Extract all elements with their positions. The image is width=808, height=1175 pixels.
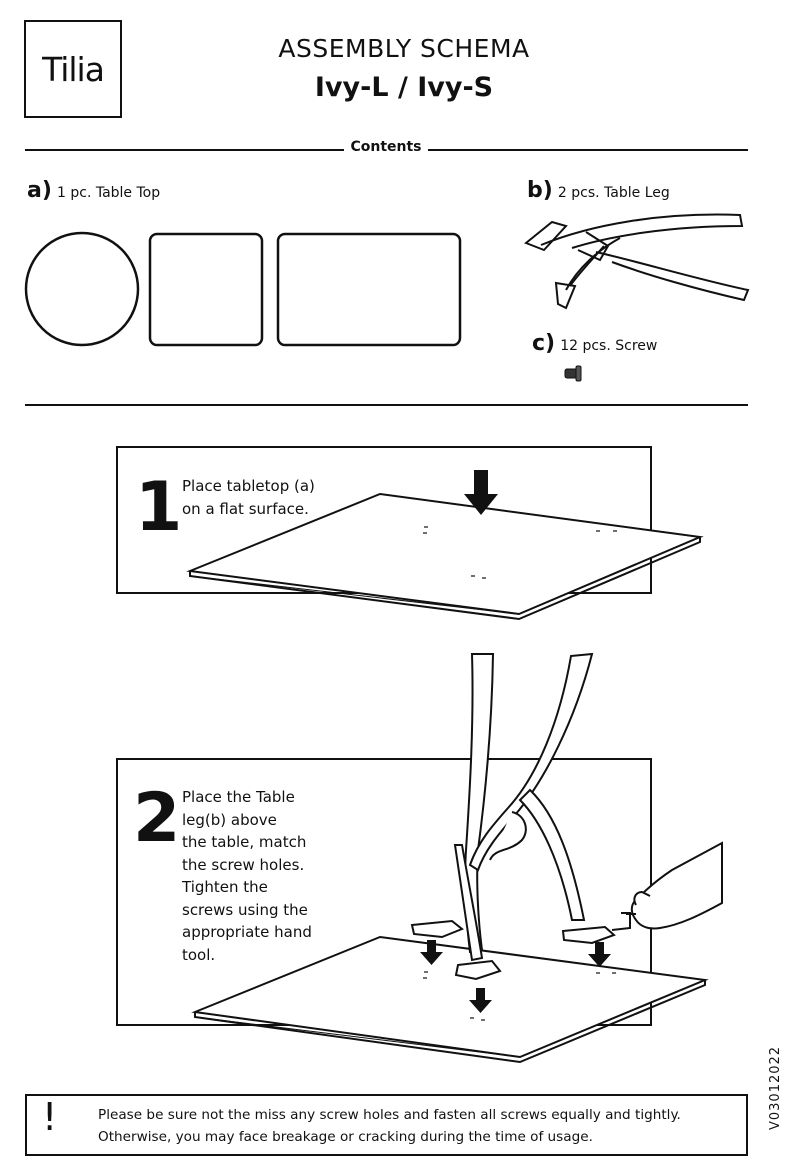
screw-icon <box>564 365 582 382</box>
contents-label: Contents <box>344 139 428 155</box>
warning-line: Otherwise, you may face breakage or crac… <box>98 1129 593 1145</box>
logo-text: Tilia <box>42 49 105 89</box>
step-2-line: Tighten the <box>182 878 268 896</box>
part-a-text: 1 pc. Table Top <box>57 185 161 201</box>
product-name: Ivy-L / Ivy-S <box>314 72 494 103</box>
round-tabletop-icon <box>24 231 140 347</box>
document-title: ASSEMBLY SCHEMA <box>278 34 530 63</box>
part-c-letter: c) <box>532 331 556 356</box>
down-arrow-icons <box>420 940 611 1013</box>
warning-text: Please be sure not the miss any screw ho… <box>98 1104 681 1148</box>
part-b: b) 2 pcs. Table Leg <box>527 178 670 203</box>
down-arrow-icon <box>464 470 498 515</box>
step-2-number: 2 <box>133 779 181 858</box>
part-c: c) 12 pcs. Screw <box>532 331 657 356</box>
rectangle-tabletop-icon <box>276 232 462 347</box>
step-2-line: screws using the <box>182 900 308 919</box>
table-leg-icon <box>524 213 750 310</box>
step-2-line: appropriate hand <box>182 923 312 941</box>
part-c-text: 12 pcs. Screw <box>560 338 658 354</box>
step-1-text: Place tabletop (a) on a flat surface. <box>182 475 315 520</box>
tabletop-shapes <box>24 231 462 347</box>
step-1-number: 1 <box>135 468 183 547</box>
warning-line: Please be sure not the miss any screw ho… <box>98 1107 681 1123</box>
hand-tool-icon <box>611 841 723 931</box>
step-2-line: the screw holes. <box>182 855 305 874</box>
step-2-text: Place the Table leg(b) above the table, … <box>182 786 312 966</box>
step-1-line: on a flat surface. <box>182 499 309 518</box>
part-b-text: 2 pcs. Table Leg <box>557 185 670 201</box>
tilia-logo: Tilia <box>24 20 122 118</box>
part-a: a) 1 pc. Table Top <box>27 178 160 203</box>
step-2-line: the table, match <box>182 833 307 851</box>
part-a-letter: a) <box>27 178 52 203</box>
warning-icon: ! <box>42 1095 58 1139</box>
step-2-line: leg(b) above <box>182 810 277 829</box>
version-code: V03012022 <box>768 1045 783 1130</box>
part-b-letter: b) <box>527 178 553 203</box>
step-1-line: Place tabletop (a) <box>182 477 315 495</box>
square-tabletop-icon <box>148 232 264 347</box>
step-2-line: Place the Table <box>182 788 295 806</box>
warning-box <box>25 1094 748 1156</box>
step-2-line: tool. <box>182 945 216 964</box>
section-divider <box>25 404 748 406</box>
